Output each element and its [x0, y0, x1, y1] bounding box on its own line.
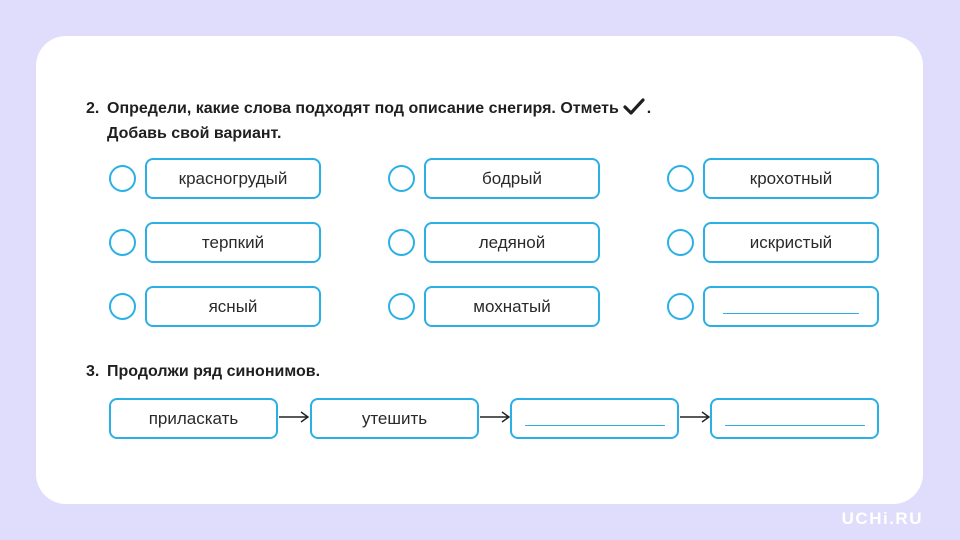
synonym-label: приласкать — [148, 408, 239, 428]
option-label: искристый — [749, 232, 833, 252]
custom-option-checkbox[interactable] — [667, 293, 694, 320]
checkmark-icon — [623, 98, 645, 115]
answer-blank-line — [723, 313, 859, 314]
option-label: мохнатый — [473, 296, 551, 316]
synonym-box: приласкать — [109, 398, 278, 439]
option-checkbox[interactable] — [667, 165, 694, 192]
option-checkbox[interactable] — [388, 293, 415, 320]
uchi-ru-logo: UCHi.RU — [841, 509, 923, 528]
option-word-box: крохотный — [703, 158, 879, 199]
option-label: красногрудый — [178, 168, 288, 188]
synonym-answer-input[interactable] — [710, 398, 879, 439]
synonym-box: утешить — [310, 398, 479, 439]
synonym-label: утешить — [361, 408, 428, 428]
option-word-box: искристый — [703, 222, 879, 263]
answer-blank-line — [724, 425, 865, 426]
task-3-title: 3. Продолжи ряд синонимов. — [86, 359, 320, 384]
task-2-text-line2: Добавь свой вариант. — [107, 125, 282, 142]
task-3-number: 3. — [86, 363, 100, 380]
option-checkbox[interactable] — [388, 229, 415, 256]
synonym-answer-input[interactable] — [510, 398, 679, 439]
option-label: бодрый — [482, 168, 542, 188]
option-checkbox[interactable] — [109, 229, 136, 256]
option-word-box: бодрый — [424, 158, 600, 199]
option-label: ледяной — [478, 232, 546, 252]
option-checkbox[interactable] — [109, 293, 136, 320]
option-word-box: красногрудый — [145, 158, 321, 199]
option-checkbox[interactable] — [667, 229, 694, 256]
option-label: крохотный — [749, 168, 833, 188]
arrow-right-icon — [680, 411, 711, 423]
option-checkbox[interactable] — [109, 165, 136, 192]
option-label: ясный — [208, 296, 258, 316]
custom-option-input[interactable] — [703, 286, 879, 327]
task-3-text: Продолжи ряд синонимов. — [107, 363, 321, 380]
arrow-right-icon — [279, 411, 310, 423]
answer-blank-line — [524, 425, 665, 426]
option-word-box: ясный — [145, 286, 321, 327]
task-2-title: 2. Определи, какие слова подходят под опи… — [86, 96, 651, 146]
option-word-box: мохнатый — [424, 286, 600, 327]
option-word-box: ледяной — [424, 222, 600, 263]
task-2-text-line1: Определи, какие слова подходят под описа… — [107, 100, 619, 117]
option-label: терпкий — [201, 232, 265, 252]
option-checkbox[interactable] — [388, 165, 415, 192]
arrow-right-icon — [480, 411, 511, 423]
task-2-period: . — [646, 100, 652, 117]
option-word-box: терпкий — [145, 222, 321, 263]
task-2-number: 2. — [86, 100, 100, 117]
